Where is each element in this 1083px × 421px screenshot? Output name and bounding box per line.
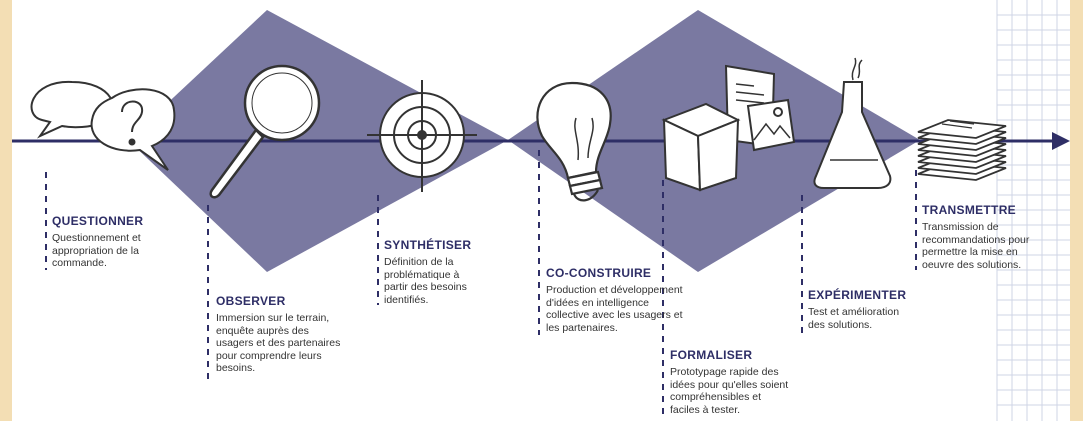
- diagram-panel: QUESTIONNER Questionnement et appropriat…: [12, 0, 1070, 421]
- step-title: OBSERVER: [216, 294, 286, 308]
- description-line: Test et amélioration: [808, 306, 900, 318]
- step-description: Immersion sur le terrain, enquête auprès…: [216, 312, 340, 375]
- step-title: EXPÉRIMENTER: [808, 288, 907, 302]
- grid-paper: [996, 0, 1070, 421]
- step-description: Questionnement et appropriation de la co…: [52, 232, 143, 270]
- step-title: FORMALISER: [670, 348, 753, 362]
- description-line: compréhensibles et: [670, 391, 762, 404]
- description-line: les partenaires.: [546, 321, 618, 334]
- description-line: idées pour qu'elles soient: [670, 378, 789, 391]
- description-line: des solutions.: [808, 318, 873, 331]
- process-diagram: [12, 0, 1070, 421]
- description-line: besoins.: [216, 362, 256, 375]
- flask-icon: [813, 57, 892, 189]
- description-line: d'idées en intelligence: [546, 296, 649, 309]
- description-line: Transmission de: [922, 221, 999, 233]
- step-description: Production et développement d'idées en i…: [546, 284, 683, 334]
- description-line: appropriation de la: [52, 244, 139, 257]
- step-description: Définition de la problématique à partir …: [384, 256, 471, 306]
- step-title: CO-CONSTRUIRE: [546, 266, 652, 280]
- description-line: commande.: [52, 257, 107, 270]
- description-line: recommandations pour: [922, 233, 1030, 246]
- step-questionner: QUESTIONNER Questionnement et appropriat…: [52, 214, 143, 270]
- description-line: collective avec les usagers et: [546, 309, 683, 322]
- cube-and-image-icon: [661, 64, 796, 192]
- step-description: Test et amélioration des solutions.: [808, 306, 906, 331]
- description-line: enquête auprès des: [216, 324, 309, 337]
- description-line: Questionnement et: [52, 232, 141, 244]
- description-line: Définition de la: [384, 256, 454, 268]
- step-formaliser: FORMALISER Prototypage rapide des idées …: [670, 348, 788, 416]
- target-icon: [367, 80, 477, 192]
- document-stack-icon: [917, 119, 1007, 181]
- description-line: pour comprendre leurs: [216, 349, 322, 362]
- description-line: usagers et des partenaires: [216, 337, 341, 350]
- description-line: partir des besoins: [384, 281, 467, 294]
- step-description: Transmission de recommandations pour per…: [922, 221, 1029, 271]
- description-line: oeuvre des solutions.: [922, 258, 1022, 271]
- timeline-arrowhead: [1052, 132, 1070, 150]
- magnifying-glass-icon: [209, 64, 321, 199]
- speech-bubbles-question-icon: [30, 80, 176, 171]
- step-synthetiser: SYNTHÉTISER Définition de la problématiq…: [384, 238, 471, 306]
- description-line: faciles à tester.: [670, 403, 741, 416]
- description-line: Prototypage rapide des: [670, 366, 779, 378]
- step-description: Prototypage rapide des idées pour qu'ell…: [670, 366, 788, 416]
- step-title: TRANSMETTRE: [922, 203, 1016, 217]
- step-experimenter: EXPÉRIMENTER Test et amélioration des so…: [808, 288, 906, 331]
- description-line: problématique à: [384, 268, 460, 281]
- step-title: QUESTIONNER: [52, 214, 144, 228]
- step-transmettre: TRANSMETTRE Transmission de recommandati…: [922, 203, 1029, 271]
- description-line: identifiés.: [384, 293, 429, 306]
- step-observer: OBSERVER Immersion sur le terrain, enquê…: [216, 294, 340, 375]
- step-co-construire: CO-CONSTRUIRE Production et développemen…: [546, 266, 683, 334]
- step-title: SYNTHÉTISER: [384, 238, 472, 252]
- description-line: permettre la mise en: [922, 246, 1018, 259]
- description-line: Production et développement: [546, 284, 683, 296]
- description-line: Immersion sur le terrain,: [216, 312, 330, 324]
- light-bulb-icon: [536, 81, 612, 202]
